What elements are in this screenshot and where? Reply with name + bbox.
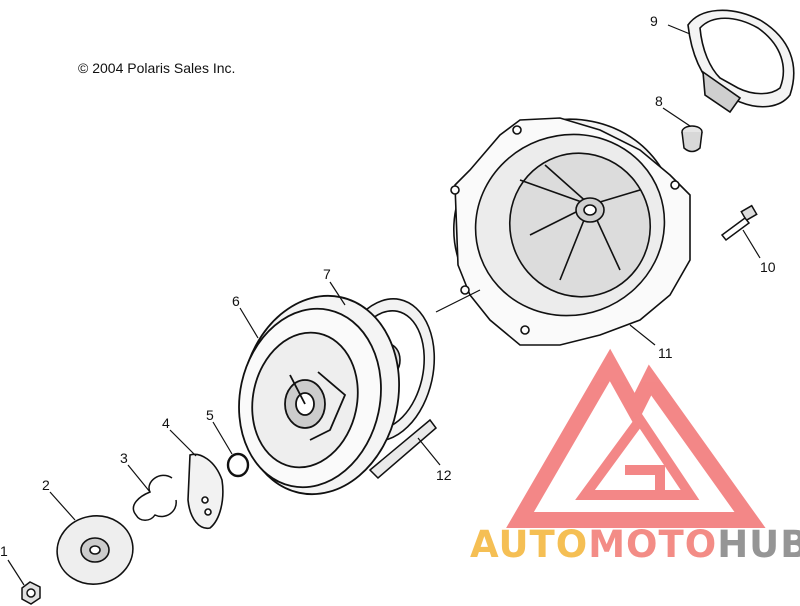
callout-3: 3 (120, 450, 128, 466)
starter-handle-part (687, 9, 795, 114)
pawl-part (187, 453, 224, 529)
callout-numbers: 1 2 3 4 5 6 7 8 9 10 11 12 (0, 13, 776, 559)
callout-7: 7 (323, 266, 331, 282)
recoil-reel-part (238, 294, 400, 496)
watermark-hub-text: HUB (717, 523, 800, 566)
svg-text:AUTOMOTOHUB: AUTOMOTOHUB (470, 523, 800, 566)
watermark-auto-text: AUTO (470, 523, 588, 566)
callout-4: 4 (162, 415, 170, 431)
friction-plate-part (56, 515, 134, 585)
callout-9: 9 (650, 13, 658, 29)
snap-ring-part (226, 452, 250, 478)
callout-1: 1 (0, 543, 8, 559)
leader-lines (7, 24, 761, 586)
recoil-housing-part (450, 117, 691, 346)
nut-part (21, 581, 41, 605)
spring-part (132, 474, 177, 521)
handle-insert-part (681, 125, 703, 153)
callout-5: 5 (206, 407, 214, 423)
watermark-moto-text: MOTO (588, 523, 717, 566)
callout-11: 11 (658, 345, 673, 361)
bolt-part (720, 204, 758, 242)
callout-10: 10 (760, 259, 776, 275)
callout-12: 12 (436, 467, 452, 483)
callout-6: 6 (232, 293, 240, 309)
watermark-triangle-icon (506, 348, 766, 528)
automotohub-watermark: AUTOMOTOHUB (470, 348, 800, 566)
copyright-notice: © 2004 Polaris Sales Inc. (78, 60, 236, 76)
callout-2: 2 (42, 477, 50, 493)
callout-8: 8 (655, 93, 663, 109)
rope-part (368, 418, 438, 480)
